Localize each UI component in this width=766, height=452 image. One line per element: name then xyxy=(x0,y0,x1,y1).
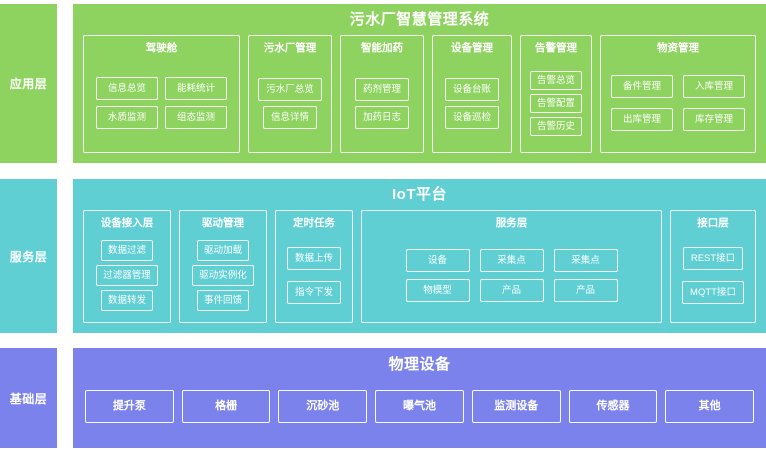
chip-device[interactable]: 设备 xyxy=(405,249,470,272)
group-title-service-layer: 服务层 xyxy=(495,217,528,229)
group-title-device-access: 设备接入层 xyxy=(100,217,154,229)
chip-grid-equipment-management: 设备台账 设备巡检 xyxy=(440,61,504,145)
group-title-interface-layer: 接口层 xyxy=(697,217,729,229)
chip-rest-interface[interactable]: REST接口 xyxy=(682,247,744,270)
group-service-layer[interactable]: 服务层 设备 采集点 采集点 物模型 产品 产品 xyxy=(361,210,662,323)
group-smart-dosing[interactable]: 智能加药 药剂管理 加药日志 xyxy=(340,35,424,153)
chip-command-dispatch[interactable]: 指令下发 xyxy=(286,281,341,304)
chip-equipment-ledger[interactable]: 设备台账 xyxy=(444,77,499,101)
device-grit-chamber[interactable]: 沉砂池 xyxy=(278,390,368,423)
application-group-strip: 驾驶舱 信息总览 能耗统计 水质监测 组态监测 污水厂管理 污水厂总览 信息详情 xyxy=(83,35,756,153)
chip-reagent-management[interactable]: 药剂管理 xyxy=(354,77,409,101)
chip-grid-smart-dosing: 药剂管理 加药日志 xyxy=(348,61,416,145)
chip-inbound-management[interactable]: 入库管理 xyxy=(683,75,745,98)
chip-grid-scheduled-task: 数据上传 指令下发 xyxy=(283,236,345,315)
layer-title-physical-devices: 物理设备 xyxy=(388,356,451,373)
chip-grid-device-access: 数据过滤 过滤器管理 数据转发 xyxy=(91,236,163,315)
group-material-management[interactable]: 物资管理 备件管理 入库管理 出库管理 库存管理 xyxy=(600,35,756,153)
layer-label-application: 应用层 xyxy=(0,4,57,163)
chip-grid-driver-management: 驱动加载 驱动实例化 事件回馈 xyxy=(187,236,259,315)
chip-info-overview[interactable]: 信息总览 xyxy=(96,77,158,100)
group-scheduled-task[interactable]: 定时任务 数据上传 指令下发 xyxy=(275,210,353,323)
chip-plant-overview[interactable]: 污水厂总览 xyxy=(258,77,322,101)
chip-collection-point-2[interactable]: 采集点 xyxy=(553,249,618,272)
chip-alarm-history[interactable]: 告警历史 xyxy=(529,116,582,136)
group-title-alarm-management: 告警管理 xyxy=(535,42,577,54)
chip-data-forward[interactable]: 数据转发 xyxy=(100,290,153,311)
chip-grid-material-management: 备件管理 入库管理 出库管理 库存管理 xyxy=(608,61,748,145)
chip-mqtt-interface[interactable]: MQTT接口 xyxy=(682,281,744,304)
layer-body-infrastructure: 物理设备 提升泵 格栅 沉砂池 曝气池 监测设备 传感器 其他 xyxy=(73,348,766,448)
layer-label-service: 服务层 xyxy=(0,179,57,333)
chip-alarm-config[interactable]: 告警配置 xyxy=(529,93,582,113)
device-sensor[interactable]: 传感器 xyxy=(568,390,658,423)
device-other[interactable]: 其他 xyxy=(665,390,755,423)
chip-info-detail[interactable]: 信息详情 xyxy=(262,105,317,129)
chip-outbound-management[interactable]: 出库管理 xyxy=(611,108,673,131)
layer-service: 服务层 IoT平台 设备接入层 数据过滤 过滤器管理 数据转发 驱动管理 驱动加… xyxy=(0,179,766,333)
chip-filter-management[interactable]: 过滤器管理 xyxy=(96,265,158,286)
device-strip: 提升泵 格栅 沉砂池 曝气池 监测设备 传感器 其他 xyxy=(83,375,756,438)
group-equipment-management[interactable]: 设备管理 设备台账 设备巡检 xyxy=(432,35,512,153)
group-plant-management[interactable]: 污水厂管理 污水厂总览 信息详情 xyxy=(248,35,332,153)
chip-grid-plant-management: 污水厂总览 信息详情 xyxy=(256,61,324,145)
device-lift-pump[interactable]: 提升泵 xyxy=(85,390,174,423)
chip-grid-alarm-management: 告警总览 告警配置 告警历史 xyxy=(528,61,584,145)
chip-data-upload[interactable]: 数据上传 xyxy=(286,247,341,270)
device-aeration-tank[interactable]: 曝气池 xyxy=(375,390,464,423)
chip-scada-monitor[interactable]: 组态监测 xyxy=(165,106,227,129)
layer-body-service: IoT平台 设备接入层 数据过滤 过滤器管理 数据转发 驱动管理 驱动加载 驱动… xyxy=(73,179,766,333)
device-grille[interactable]: 格栅 xyxy=(181,390,271,423)
chip-thing-model[interactable]: 物模型 xyxy=(405,279,470,302)
chip-water-quality-monitor[interactable]: 水质监测 xyxy=(96,106,158,129)
device-monitoring-equipment[interactable]: 监测设备 xyxy=(471,390,561,423)
chip-spare-parts-management[interactable]: 备件管理 xyxy=(611,75,673,98)
chip-driver-instantiate[interactable]: 驱动实例化 xyxy=(192,265,254,286)
chip-alarm-overview[interactable]: 告警总览 xyxy=(529,70,582,90)
chip-event-feedback[interactable]: 事件回馈 xyxy=(196,290,249,311)
chip-data-filter[interactable]: 数据过滤 xyxy=(100,240,153,261)
group-device-access[interactable]: 设备接入层 数据过滤 过滤器管理 数据转发 xyxy=(83,210,171,323)
chip-equipment-inspection[interactable]: 设备巡检 xyxy=(444,105,499,129)
layer-title-iot-platform: IoT平台 xyxy=(392,186,447,203)
group-title-material-management: 物资管理 xyxy=(657,42,699,54)
group-title-equipment-management: 设备管理 xyxy=(451,42,493,54)
chip-driver-load[interactable]: 驱动加载 xyxy=(196,240,249,261)
group-interface-layer[interactable]: 接口层 REST接口 MQTT接口 xyxy=(670,210,756,323)
group-driver-management[interactable]: 驱动管理 驱动加载 驱动实例化 事件回馈 xyxy=(179,210,267,323)
chip-dosing-log[interactable]: 加药日志 xyxy=(354,105,409,129)
layer-application: 应用层 污水厂智慧管理系统 驾驶舱 信息总览 能耗统计 水质监测 组态监测 污水… xyxy=(0,4,766,163)
chip-product-1[interactable]: 产品 xyxy=(479,279,544,302)
chip-collection-point-1[interactable]: 采集点 xyxy=(479,249,544,272)
chip-energy-stats[interactable]: 能耗统计 xyxy=(165,77,227,100)
layer-title-application: 污水厂智慧管理系统 xyxy=(349,11,490,28)
layer-label-infrastructure: 基础层 xyxy=(0,348,57,448)
service-group-strip: 设备接入层 数据过滤 过滤器管理 数据转发 驱动管理 驱动加载 驱动实例化 事件… xyxy=(83,210,756,323)
group-title-plant-management: 污水厂管理 xyxy=(263,42,317,54)
chip-product-2[interactable]: 产品 xyxy=(553,279,618,302)
group-cockpit[interactable]: 驾驶舱 信息总览 能耗统计 水质监测 组态监测 xyxy=(83,35,240,153)
chip-grid-service-layer: 设备 采集点 采集点 物模型 产品 产品 xyxy=(369,236,654,315)
group-alarm-management[interactable]: 告警管理 告警总览 告警配置 告警历史 xyxy=(520,35,592,153)
group-title-smart-dosing: 智能加药 xyxy=(361,42,403,54)
chip-inventory-management[interactable]: 库存管理 xyxy=(683,108,745,131)
group-title-cockpit: 驾驶舱 xyxy=(145,42,178,54)
layer-infrastructure: 基础层 物理设备 提升泵 格栅 沉砂池 曝气池 监测设备 传感器 其他 xyxy=(0,348,766,448)
group-title-driver-management: 驱动管理 xyxy=(202,217,244,229)
chip-grid-cockpit: 信息总览 能耗统计 水质监测 组态监测 xyxy=(91,61,232,145)
group-title-scheduled-task: 定时任务 xyxy=(293,217,335,229)
layer-body-application: 污水厂智慧管理系统 驾驶舱 信息总览 能耗统计 水质监测 组态监测 污水厂管理 … xyxy=(73,4,766,163)
chip-grid-interface-layer: REST接口 MQTT接口 xyxy=(678,236,748,315)
